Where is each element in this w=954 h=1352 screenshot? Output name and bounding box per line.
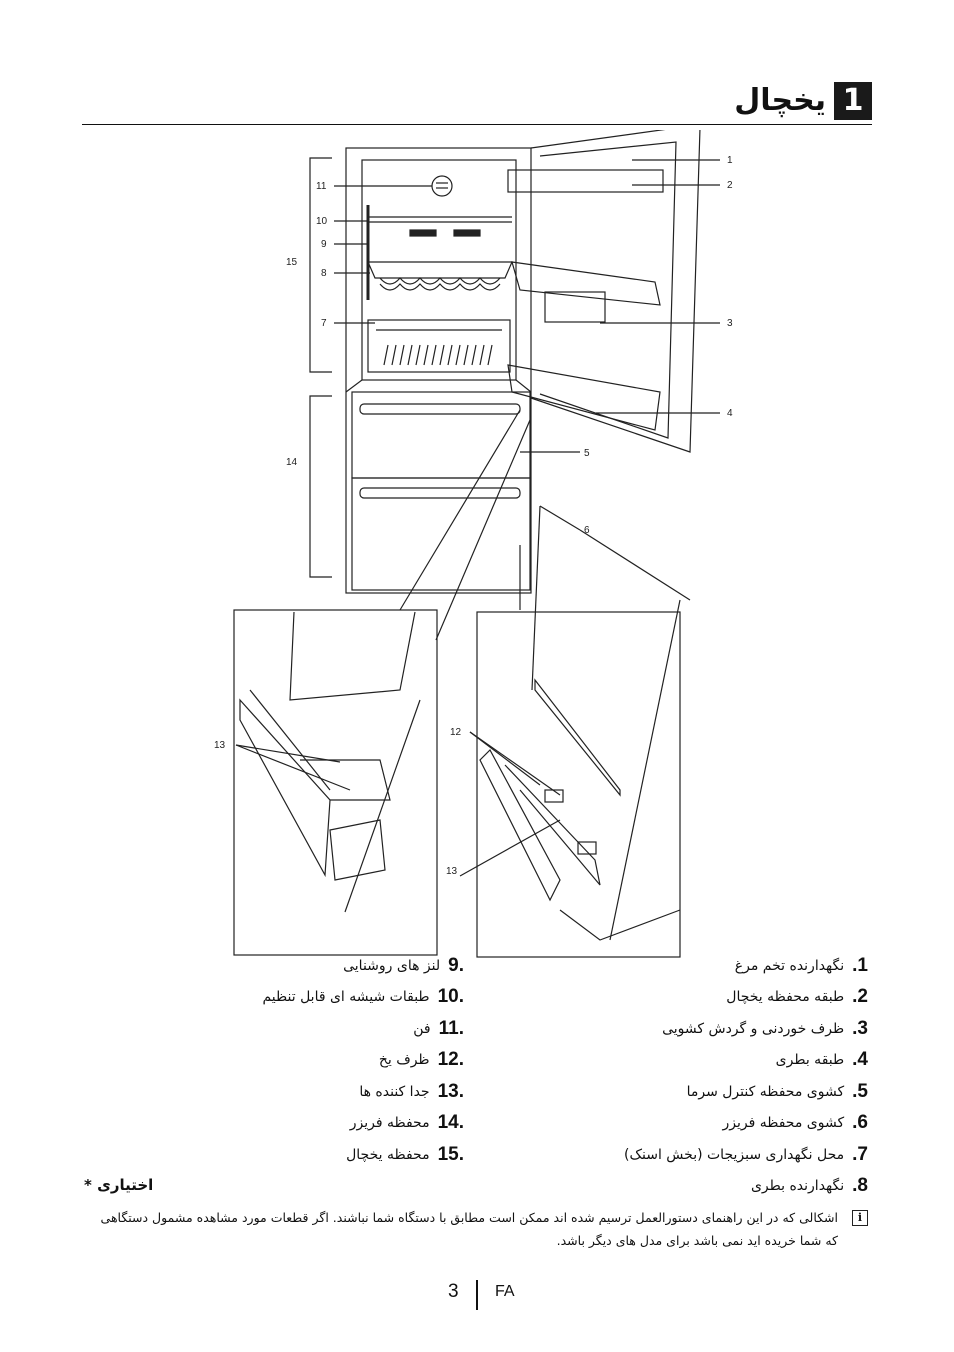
callout-11: 11 [316, 181, 327, 192]
fridge-cabinet [345, 147, 532, 594]
legend-item: 12.ظرف یخ [378, 1049, 464, 1071]
footer-divider [476, 1280, 478, 1310]
callout-3: 3 [727, 318, 733, 329]
door-shelf-middle [511, 261, 661, 306]
callout-13-left: 13 [214, 740, 226, 751]
callout-12: 12 [450, 727, 462, 738]
legend-item: 11.فن [413, 1017, 464, 1039]
callout-4: 4 [727, 408, 733, 419]
legend-item: 13.جدا کننده ها [359, 1080, 464, 1102]
info-icon: i [852, 1210, 868, 1226]
section-number: 1 [834, 82, 872, 120]
door-shelf-bottom [507, 364, 661, 431]
door-shelf-top [507, 169, 664, 193]
section-title: یخچال [734, 83, 826, 118]
info-note: اشکالی که در این راهنمای دستورالعمل ترسی… [100, 1210, 838, 1248]
legend-item: 9.لنز های روشنایی [343, 954, 464, 976]
legend-left-column: 9.لنز های روشنایی 10.طبقات شیشه ای قابل … [164, 950, 464, 1171]
callout-2: 2 [727, 180, 733, 191]
callout-5: 5 [584, 448, 590, 459]
detail-box-freezer-dividers [233, 609, 438, 956]
bottle-holder [367, 261, 513, 279]
detail-box-ice-tray [476, 611, 681, 958]
refrigerator-diagram: 1 2 3 4 5 6 7 8 9 10 11 12 13 13 14 15 [214, 130, 733, 958]
freezer-drawer-lower [351, 477, 531, 591]
callout-6: 6 [584, 525, 590, 536]
callout-13-right: 13 [446, 866, 458, 877]
callout-15: 15 [286, 257, 298, 268]
fridge-door [530, 130, 701, 453]
fan [431, 175, 453, 197]
optional-label: اختیاری * [84, 1176, 154, 1194]
callout-9: 9 [321, 239, 327, 250]
section-header: 1 یخچال [82, 80, 872, 125]
fridge-cabinet-inner [361, 159, 517, 381]
callout-8: 8 [321, 268, 327, 279]
callout-10: 10 [316, 216, 328, 227]
callout-7: 7 [321, 318, 327, 329]
legend-item: 14.محفظه فریزر [349, 1112, 464, 1134]
callout-14: 14 [286, 457, 298, 468]
legend-item: 15.محفظه یخچال [346, 1143, 464, 1165]
language-code: FA [495, 1283, 515, 1300]
callout-1: 1 [727, 155, 733, 166]
freezer-drawer-upper [351, 391, 531, 479]
crisper [367, 319, 511, 373]
page-number: 3 [448, 1281, 459, 1302]
legend-item: 10.طبقات شیشه ای قابل تنظیم [262, 986, 464, 1008]
